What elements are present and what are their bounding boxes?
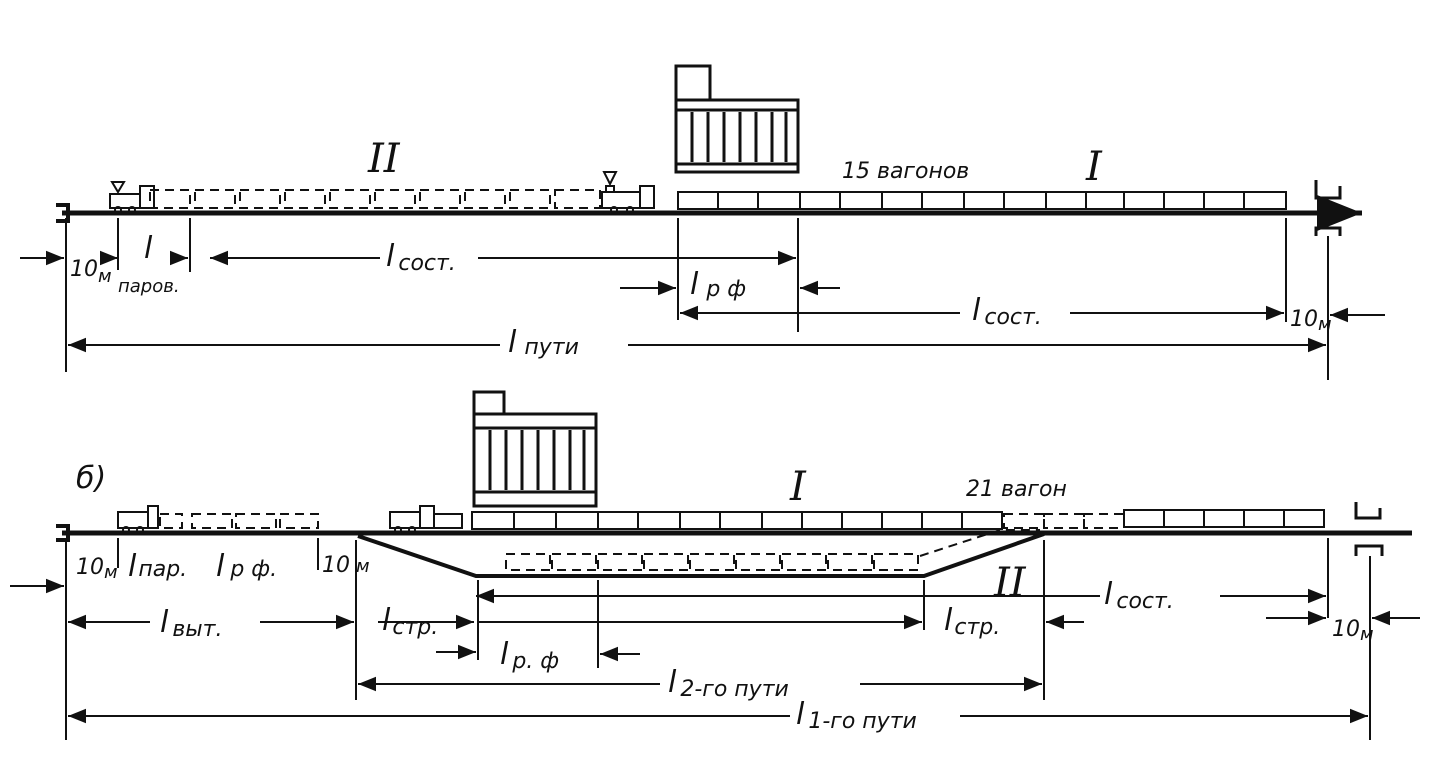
buffer-stop-right-b	[1354, 502, 1382, 520]
dim-symbol: l	[144, 231, 153, 266]
buffer-stop-left-a	[56, 203, 70, 223]
dim-subscript: пар.	[138, 557, 187, 582]
dim-symbol: l	[944, 603, 953, 638]
dim-10m-left-a: 10м	[70, 257, 112, 287]
dim-symbol: l	[668, 665, 677, 700]
dim-symbol: l	[160, 605, 169, 640]
dim-symbol: l	[128, 549, 137, 584]
dim-subscript: 1-го пути	[808, 709, 916, 734]
train-ii-dashed-b	[505, 529, 1040, 571]
dim-l-locomotive-sub-a: паров.	[118, 276, 180, 297]
diagram-b: б)	[10, 390, 1420, 740]
dim-unit: м	[98, 266, 112, 287]
dim-subscript: пути	[524, 335, 579, 360]
dim-unit: м	[104, 562, 118, 583]
dim-10m-mid-b: 10 м	[322, 553, 370, 578]
train-i-solid	[677, 191, 1287, 210]
track-2-rail	[357, 532, 1045, 578]
dim-l-switch-left-b: lстр.	[382, 603, 438, 640]
dim-symbol: l	[972, 293, 981, 328]
dim-subscript: 2-го пути	[680, 677, 788, 702]
signal-mark-right-a	[1314, 226, 1342, 236]
roman-i-label-b: I	[789, 464, 807, 510]
dim-l-par-b: lпар.	[128, 549, 187, 584]
dim-subscript: р. ф	[511, 649, 559, 674]
diagram-b-label: б)	[76, 461, 106, 496]
dashed-cars-left-b	[159, 513, 319, 529]
dim-number: 10	[70, 257, 98, 282]
dim-10m-right-b: 10м	[1332, 617, 1374, 645]
wagons-count-a: 15 вагонов	[842, 159, 969, 184]
buffer-stop-right-a	[1314, 180, 1342, 200]
dim-10m-right-a: 10м	[1290, 307, 1332, 335]
dim-subscript: выт.	[172, 617, 222, 642]
dim-l-locomotive-a: l	[144, 231, 153, 266]
dim-number: 10	[1290, 307, 1318, 332]
dim-symbol: l	[796, 697, 805, 732]
dim-number: 10	[322, 553, 350, 578]
dim-unit: м	[1318, 314, 1332, 335]
roman-i-label-a: I	[1085, 144, 1103, 190]
shed-building-b	[472, 390, 598, 508]
locomotive-left-a	[109, 181, 155, 214]
dim-number: 10	[1332, 617, 1360, 642]
dim-symbol: l	[216, 549, 225, 584]
dim-symbol: l	[690, 267, 699, 302]
dashed-cars-transfer-b	[1003, 513, 1125, 529]
locomotive-left-b	[117, 505, 159, 534]
dim-symbol: l	[500, 637, 509, 672]
dim-symbol: l	[508, 325, 517, 360]
dim-unit: м	[1360, 624, 1374, 645]
dim-unit: м	[356, 556, 370, 577]
train-i-solid-b	[471, 509, 1325, 530]
dim-subscript: стр.	[392, 615, 438, 640]
roman-ii-label-b: II	[993, 560, 1027, 606]
locomotive-mid-b	[389, 505, 463, 534]
train-ii-dashed	[149, 189, 601, 209]
buffer-stop-left-b	[56, 524, 70, 542]
dim-symbol: l	[1104, 577, 1113, 612]
dim-subscript: сост.	[398, 251, 455, 276]
dim-subscript: сост.	[1116, 589, 1173, 614]
signal-mark-right-b	[1354, 544, 1384, 556]
dim-subscript: р ф.	[229, 557, 277, 582]
dim-subscript: р ф	[705, 277, 746, 302]
dim-symbol: l	[382, 603, 391, 638]
shed-building-a	[674, 64, 800, 174]
dim-subscript: сост.	[984, 305, 1041, 330]
roman-ii-label-a: II	[367, 136, 401, 182]
dim-10m-left-b: 10м	[76, 555, 118, 583]
dim-l-switch-right-b: lстр.	[944, 603, 1000, 640]
dim-subscript: стр.	[954, 615, 1000, 640]
dim-number: 10	[76, 555, 104, 580]
dim-symbol: l	[386, 239, 395, 274]
locomotive-mid-a	[601, 171, 655, 214]
wagons-count-b: 21 вагон	[966, 477, 1067, 502]
